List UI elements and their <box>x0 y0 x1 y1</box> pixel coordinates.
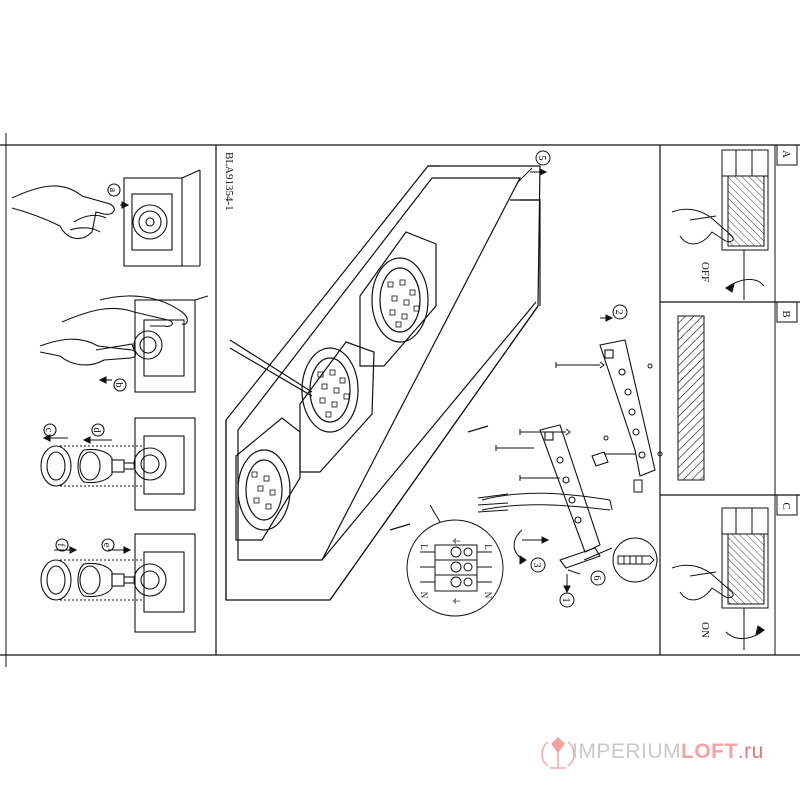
step-1-label: 1 <box>560 598 571 603</box>
step-5-label: 5 <box>536 156 547 161</box>
main-step-markers <box>513 150 628 608</box>
step-3-label: 3 <box>531 563 542 568</box>
panel-a-labels: A OFF <box>699 150 792 282</box>
step-a-figure <box>11 169 201 267</box>
panel-b-letter: B <box>780 310 792 317</box>
panel-c-letter: C <box>780 502 792 509</box>
step-6-label: 6 <box>591 576 602 581</box>
watermark-text: IMPERIUMLOFT.ru <box>572 740 764 764</box>
watermark-brand-1: IMPERIUM <box>572 740 681 763</box>
step-a-marker <box>107 183 130 209</box>
step-cd-figure <box>40 417 196 511</box>
step-a-label: a <box>107 188 118 193</box>
step-b-figure <box>39 295 209 393</box>
sheet-frame <box>0 133 800 667</box>
step-c-label: c <box>43 428 54 433</box>
watermark-domain: .ru <box>737 740 764 763</box>
panel-a-letter: A <box>780 150 792 158</box>
terminal-labels: L N L N ⏚ ⏚ <box>419 536 493 605</box>
step-f-marker <box>55 538 69 552</box>
main-step-labels: 5 2 3 1 6 <box>531 156 624 603</box>
terminal-block-detail <box>406 504 504 617</box>
earth-symbol-top: ⏚ <box>451 536 461 545</box>
screws <box>495 361 663 575</box>
terminal-label-n-in: N <box>419 592 429 599</box>
model-code: BLA91354-1 <box>223 152 235 211</box>
terminal-label-l-in: L <box>419 544 429 550</box>
lamp-leds <box>251 279 420 510</box>
watermark-logo-icon <box>541 737 575 769</box>
fixture-body <box>225 165 541 601</box>
cable <box>477 492 613 513</box>
panel-a-off-label: OFF <box>699 262 711 282</box>
panel-c-switch-on <box>671 507 769 650</box>
step-2-label: 2 <box>613 310 624 315</box>
left-step-letters: a b c d e f <box>43 188 124 548</box>
step-b-marker <box>98 376 127 392</box>
wall-anchor-detail <box>583 537 658 583</box>
terminal-label-l-out: L <box>483 544 493 550</box>
panel-a-switch-off <box>671 149 769 300</box>
step-d-marker <box>91 423 105 437</box>
earth-symbol-bottom: ⏚ <box>451 596 461 605</box>
step-b-label: b <box>113 383 124 388</box>
step-ef-figure <box>40 533 196 633</box>
step-c-marker <box>43 423 57 437</box>
step-d-label: d <box>91 428 102 433</box>
watermark-brand-2: LOFT <box>681 740 738 763</box>
left-column-steps <box>11 169 209 633</box>
panel-c-on-label: ON <box>699 622 711 638</box>
step-f-label: f <box>55 543 66 547</box>
panel-c-labels: C ON <box>699 502 792 638</box>
step-e-label: e <box>101 543 112 548</box>
panel-letter-boxes <box>776 144 798 516</box>
terminal-label-n-out: N <box>483 592 493 599</box>
step-e-marker <box>101 538 115 552</box>
mounting-bracket <box>539 339 656 569</box>
panel-b-wall <box>677 315 705 481</box>
watermark: IMPERIUMLOFT.ru <box>530 732 790 772</box>
